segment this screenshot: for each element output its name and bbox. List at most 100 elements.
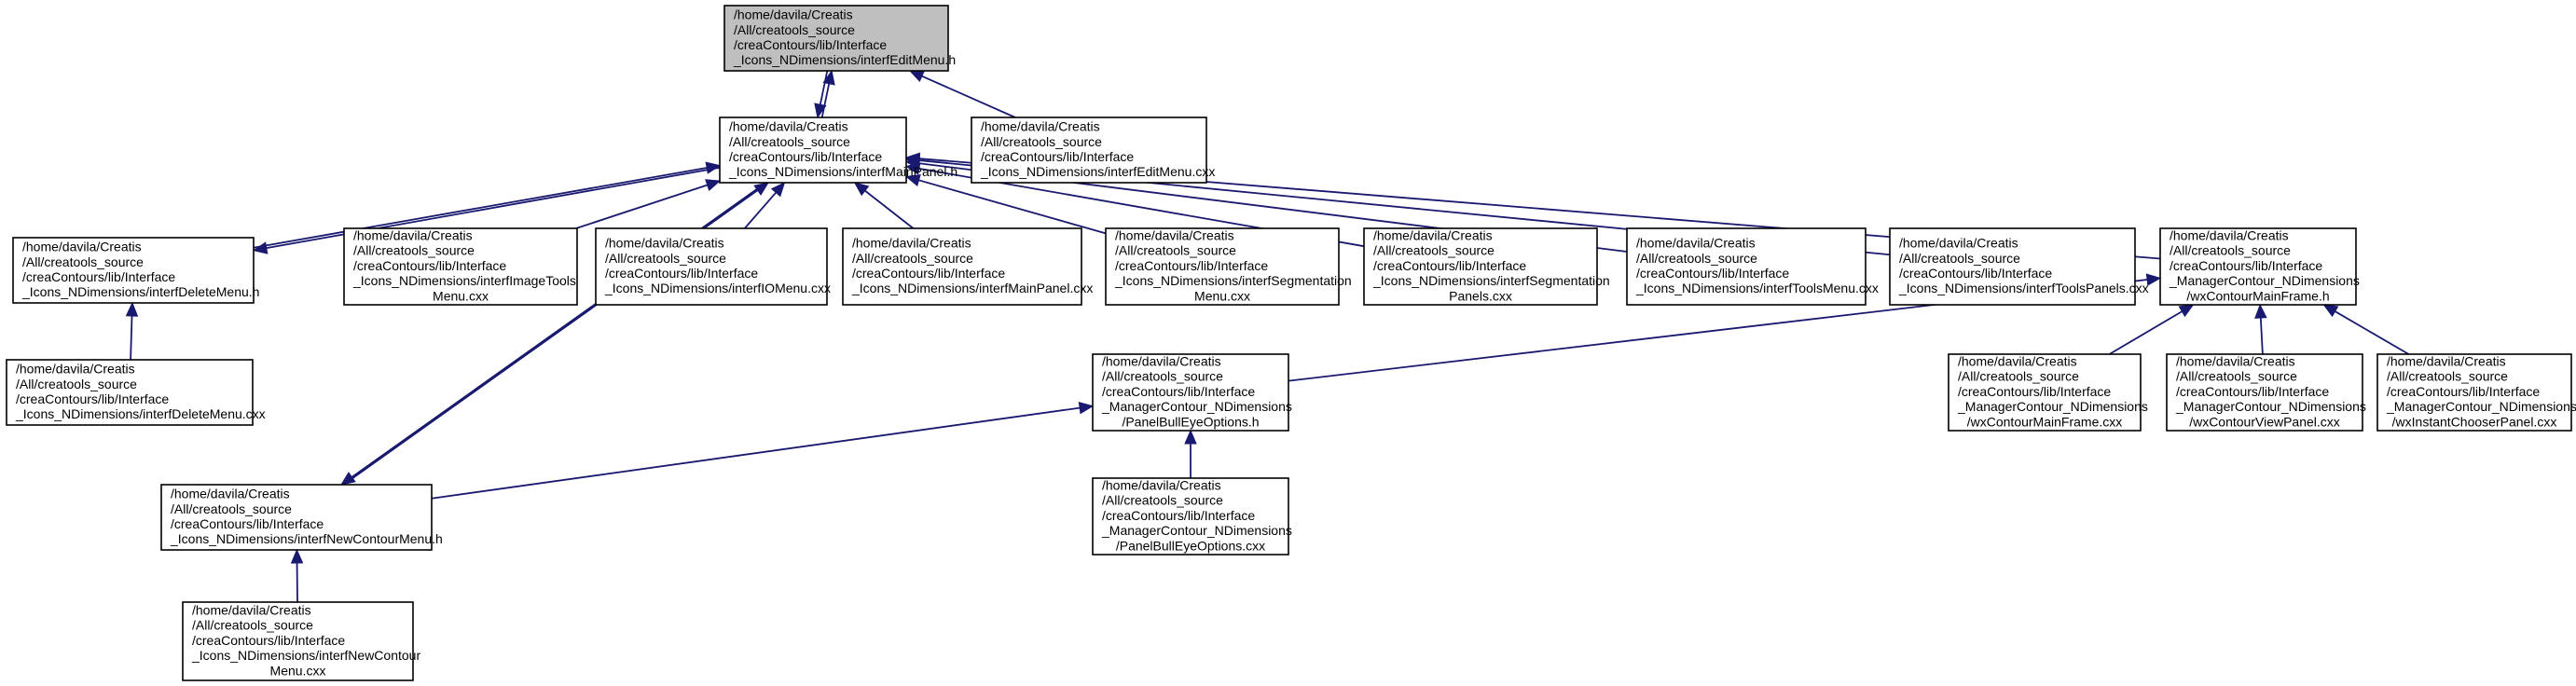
edge-mainpanel_h-to-deletemenu_h [266, 166, 721, 250]
node-label-line: /creaContours/lib/Interface [1899, 266, 2052, 281]
node-bulleye-h[interactable]: /home/davila/Creatis/All/creatools_sourc… [1092, 353, 1292, 432]
node-label-line: _Icons_NDimensions/interfIOMenu.cxx [604, 281, 831, 295]
node-label-line: /creaContours/lib/Interface [22, 269, 175, 284]
node-label-line: /creaContours/lib/Interface [2387, 384, 2540, 399]
node-label-line: /creaContours/lib/Interface [171, 516, 324, 531]
node-box [1363, 227, 1598, 306]
edge-editmenu_h-to-mainpanel_h [819, 70, 829, 105]
node-toolspanels-cxx[interactable]: /home/davila/Creatis/All/creatools_sourc… [1889, 227, 2149, 306]
arrowhead-editmenu_cxx-to-editmenu_h [908, 70, 926, 83]
node-wxmainframe-cxx[interactable]: /home/davila/Creatis/All/creatools_sourc… [1948, 353, 2148, 432]
node-newcontour-h[interactable]: /home/davila/Creatis/All/creatools_sourc… [160, 484, 443, 551]
node-label-line: _Icons_NDimensions/interfMainPanel.cxx [851, 281, 1093, 295]
node-label-line: /All/creatools_source [1115, 243, 1236, 258]
node-label-line: /home/davila/Creatis [1373, 228, 1493, 243]
node-bulleye-cxx[interactable]: /home/davila/Creatis/All/creatools_sourc… [1092, 477, 1292, 556]
node-label-line: /creaContours/lib/Interface [734, 37, 887, 52]
node-label-line: /All/creatools_source [852, 251, 973, 266]
edge-iomenu_cxx-to-mainpanel_h [744, 191, 777, 229]
node-label-line: /home/davila/Creatis [1899, 236, 2018, 251]
node-label-line: _Icons_NDimensions/interfSegmentation [1372, 273, 1610, 288]
node-label-line: _Icons_NDimensions/interfEditMenu.cxx [980, 164, 1215, 179]
node-label-line: _Icons_NDimensions/interfNewContour [191, 648, 420, 663]
node-label-line: /PanelBullEyeOptions.h [1122, 414, 1259, 429]
node-label-line: /creaContours/lib/Interface [16, 391, 169, 406]
node-mainpanel-cxx[interactable]: /home/davila/Creatis/All/creatools_sourc… [842, 227, 1093, 306]
node-label-line: /PanelBullEyeOptions.cxx [1116, 538, 1265, 553]
node-box [160, 484, 433, 551]
edge-wxinstant_cxx-to-wxmainframe_h [2335, 310, 2409, 355]
arrowhead-bulleye_h-to-wxmainframe_h [2145, 273, 2162, 286]
node-label-line: /All/creatools_source [729, 134, 850, 149]
node-label-line: Menu.cxx [270, 663, 326, 678]
node-editmenu-h[interactable]: /home/davila/Creatis/All/creatools_sourc… [723, 5, 956, 72]
node-label-line: /creaContours/lib/Interface [729, 149, 882, 164]
node-label-line: /home/davila/Creatis [729, 119, 848, 134]
node-segpanels-cxx[interactable]: /home/davila/Creatis/All/creatools_sourc… [1363, 227, 1610, 306]
node-label-line: /creaContours/lib/Interface [1115, 258, 1268, 273]
node-label-line: _Icons_NDimensions/interfImageTools [352, 273, 576, 288]
node-label-line: /creaContours/lib/Interface [1636, 266, 1789, 281]
arrowhead-segmenu_cxx-to-mainpanel_h [904, 173, 921, 186]
node-label-line: _Icons_NDimensions/interfNewContourMenu.… [170, 531, 443, 546]
node-label-line: /home/davila/Creatis [1636, 236, 1756, 251]
node-label-line: /home/davila/Creatis [1115, 228, 1234, 243]
node-box [1889, 227, 2136, 306]
node-label-line: /creaContours/lib/Interface [605, 266, 758, 281]
arrowhead-mainpanel_h-to-editmenu_h [822, 69, 835, 86]
node-label-line: /home/davila/Creatis [171, 487, 290, 501]
node-label-line: /home/davila/Creatis [22, 240, 142, 254]
node-label-line: /wxContourMainFrame.h [2186, 288, 2329, 303]
node-box [6, 359, 254, 426]
node-label-line: /creaContours/lib/Interface [1102, 384, 1255, 399]
node-box [343, 227, 578, 306]
node-imagetools-cxx[interactable]: /home/davila/Creatis/All/creatools_sourc… [343, 227, 578, 306]
node-box [1092, 477, 1289, 556]
node-label-line: /All/creatools_source [2170, 243, 2291, 258]
arrowhead-wxmainframe_cxx-to-wxmainframe_h [2178, 304, 2195, 318]
node-label-line: _Icons_NDimensions/interfSegmentation [1114, 273, 1352, 288]
arrowhead-wxmainframe_h-to-mainpanel_h [904, 152, 920, 165]
node-label-line: _ManagerContour_NDimensions [2169, 273, 2360, 288]
node-box [1626, 227, 1867, 306]
node-label-line: _ManagerContour_NDimensions [1101, 523, 1292, 538]
node-label-line: /All/creatools_source [1899, 251, 2020, 266]
arrowhead-editmenu_h-to-mainpanel_h [814, 103, 827, 119]
node-box [1105, 227, 1340, 306]
node-label-line: /home/davila/Creatis [605, 236, 724, 251]
node-label-line: /home/davila/Creatis [1102, 354, 1221, 369]
node-editmenu-cxx[interactable]: /home/davila/Creatis/All/creatools_sourc… [971, 117, 1215, 184]
arrowhead-iomenu_cxx-to-mainpanel_h [770, 182, 786, 198]
arrowhead-bulleye_cxx-to-bulleye_h [1184, 429, 1197, 445]
node-iomenu-cxx[interactable]: /home/davila/Creatis/All/creatools_sourc… [595, 227, 831, 306]
node-label-line: /creaContours/lib/Interface [852, 266, 1005, 281]
node-newcontour-cxx[interactable]: /home/davila/Creatis/All/creatools_sourc… [182, 601, 420, 681]
node-wxmainframe-h[interactable]: /home/davila/Creatis/All/creatools_sourc… [2159, 227, 2360, 306]
node-label-line: /All/creatools_source [605, 251, 726, 266]
node-mainpanel-h[interactable]: /home/davila/Creatis/All/creatools_sourc… [719, 117, 957, 184]
node-label-line: /wxContourViewPanel.cxx [2189, 414, 2340, 429]
node-box [723, 5, 949, 72]
arrowhead-deletemenu_cxx-to-deletemenu_h [125, 301, 139, 317]
node-label-line: _Icons_NDimensions/interfDeleteMenu.cxx [15, 406, 266, 421]
nodes-layer: /home/davila/Creatis/All/creatools_sourc… [6, 5, 2576, 681]
node-label-line: /home/davila/Creatis [1102, 478, 1221, 493]
edge-newcontour_h-to-bulleye_h [431, 406, 1081, 500]
node-wxviewpanel-cxx[interactable]: /home/davila/Creatis/All/creatools_sourc… [2166, 353, 2366, 432]
node-label-line: _Icons_NDimensions/interfEditMenu.h [733, 52, 956, 67]
edge-wxmainframe_cxx-to-wxmainframe_h [2109, 310, 2183, 355]
node-wxinstant-cxx[interactable]: /home/davila/Creatis/All/creatools_sourc… [2376, 353, 2576, 432]
node-deletemenu-h[interactable]: /home/davila/Creatis/All/creatools_sourc… [12, 237, 259, 304]
node-box [182, 601, 414, 681]
node-box [2376, 353, 2572, 432]
edge-wxviewpanel_cxx-to-wxmainframe_h [2259, 317, 2264, 355]
node-box [12, 237, 255, 304]
node-segmenu-cxx[interactable]: /home/davila/Creatis/All/creatools_sourc… [1105, 227, 1352, 306]
node-label-line: /All/creatools_source [22, 254, 144, 269]
edge-segmenu_cxx-to-mainpanel_h [918, 179, 1107, 235]
node-toolsmenu-cxx[interactable]: /home/davila/Creatis/All/creatools_sourc… [1626, 227, 1879, 306]
node-label-line: /home/davila/Creatis [16, 362, 135, 377]
node-deletemenu-cxx[interactable]: /home/davila/Creatis/All/creatools_sourc… [6, 359, 266, 426]
node-label-line: /wxContourMainFrame.cxx [1967, 414, 2123, 429]
node-label-line: Menu.cxx [1194, 288, 1250, 303]
